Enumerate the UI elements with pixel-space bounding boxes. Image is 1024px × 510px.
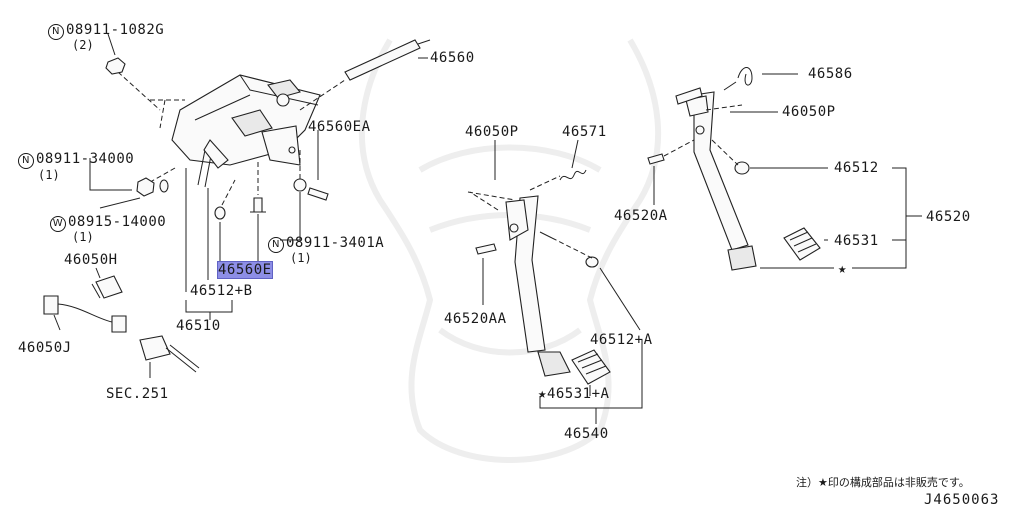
label-46531A: ★46531+A bbox=[538, 386, 610, 402]
star-marker-right: ★ bbox=[838, 261, 847, 277]
diagram-code: J4650063 bbox=[924, 492, 1000, 508]
clutch-pedal-assembly bbox=[467, 139, 643, 424]
label-46510: 46510 bbox=[176, 318, 221, 334]
label-46520: 46520 bbox=[926, 209, 971, 225]
label-46540: 46540 bbox=[564, 426, 609, 442]
pedal-bracket-assembly bbox=[43, 33, 431, 378]
label-sec251: SEC.251 bbox=[106, 386, 169, 402]
qty-08911-34000: (1) bbox=[38, 168, 60, 182]
qty-08911-1082G: (2) bbox=[72, 38, 94, 52]
label-46050P-right: 46050P bbox=[782, 104, 836, 120]
qty-08915-14000: (1) bbox=[72, 230, 94, 244]
label-46520AA: 46520AA bbox=[444, 311, 507, 327]
star-icon: ★ bbox=[538, 386, 547, 402]
label-46586: 46586 bbox=[808, 66, 853, 82]
highlighted-part[interactable]: 46560E bbox=[217, 261, 273, 279]
label-46571: 46571 bbox=[562, 124, 607, 140]
label-46531: 46531 bbox=[834, 233, 879, 249]
qty-08911-3401A: (1) bbox=[290, 251, 312, 265]
label-46512A: 46512+A bbox=[590, 332, 653, 348]
nut-symbol-icon: N bbox=[18, 153, 34, 169]
brake-pedal-assembly bbox=[647, 67, 922, 271]
label-46512B: 46512+B bbox=[190, 283, 253, 299]
label-46560: 46560 bbox=[430, 50, 475, 66]
nut-symbol-icon: N bbox=[48, 24, 64, 40]
watermark-emblem bbox=[358, 38, 662, 463]
nut-symbol-icon: N bbox=[268, 237, 284, 253]
label-46560E[interactable]: 46560E bbox=[217, 261, 273, 279]
label-46560EA: 46560EA bbox=[308, 119, 371, 135]
washer-symbol-icon: W bbox=[50, 216, 66, 232]
label-46050H: 46050H bbox=[64, 252, 118, 268]
label-46050J: 46050J bbox=[18, 340, 72, 356]
footnote: 注）★印の構成部品は非販売です。 bbox=[796, 476, 970, 489]
label-46520A: 46520A bbox=[614, 208, 668, 224]
label-46512: 46512 bbox=[834, 160, 879, 176]
label-46050P-mid: 46050P bbox=[465, 124, 519, 140]
